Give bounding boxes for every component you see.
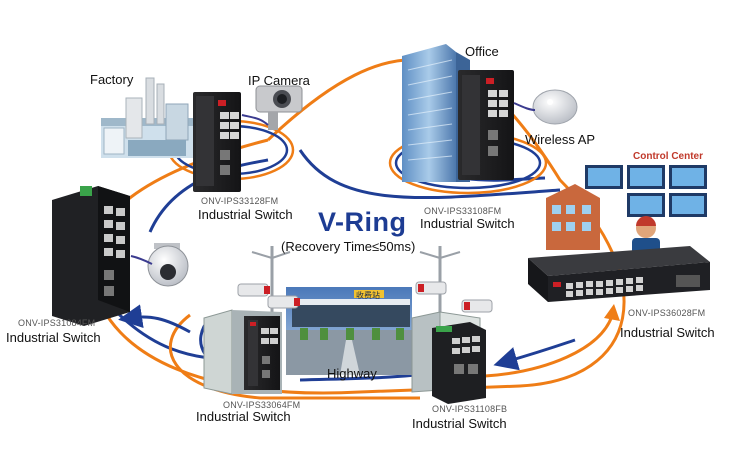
diagram-title: V-Ring	[318, 207, 407, 237]
switch-role-label: Industrial Switch	[6, 330, 101, 345]
bullet-camera-icon	[237, 246, 493, 330]
switch-ips31108fb-icon	[432, 322, 486, 404]
switch-model-label: ONV-IPS33128FM	[201, 196, 279, 206]
switch-role-label: Industrial Switch	[412, 416, 507, 431]
toll-sign-text: 收费站	[356, 291, 380, 300]
control-center-label: Control Center	[633, 151, 703, 162]
switch-role-label: Industrial Switch	[420, 216, 515, 231]
switch-model-label: ONV-IPS36028FM	[628, 308, 706, 318]
switch-model-label: ONV-IPS33108FM	[424, 206, 502, 216]
switch-role-label: Industrial Switch	[198, 207, 293, 222]
switch-ips33108fm-icon	[458, 70, 514, 180]
wireless-ap-label: Wireless AP	[525, 132, 596, 147]
diagram-subtitle: (Recovery Time≤50ms)	[281, 239, 416, 254]
switch-ips33064fm-icon	[244, 316, 280, 390]
highway-label: Highway	[327, 366, 377, 381]
ip-camera-icon	[241, 85, 303, 130]
factory-label: Factory	[90, 72, 134, 87]
highway-toll-icon	[286, 287, 412, 375]
ip-camera-label: IP Camera	[248, 73, 310, 88]
switch-model-label: ONV-IPS31084FM	[18, 318, 96, 328]
switch-role-label: Industrial Switch	[620, 325, 715, 340]
switch-ips31084fm-icon	[52, 186, 130, 326]
factory-icon	[101, 77, 193, 158]
switch-ips33128fm-icon	[193, 92, 241, 192]
switch-ips36028fm-icon	[528, 246, 710, 302]
control-center-icon	[546, 165, 707, 256]
dome-camera-icon	[130, 243, 189, 287]
switch-model-label: ONV-IPS31108FB	[432, 404, 508, 414]
switch-role-label: Industrial Switch	[196, 409, 291, 424]
wireless-ap-icon	[513, 89, 578, 125]
office-label: Office	[465, 44, 499, 59]
switch-model-label: ONV-IPS33064FM	[223, 400, 301, 410]
